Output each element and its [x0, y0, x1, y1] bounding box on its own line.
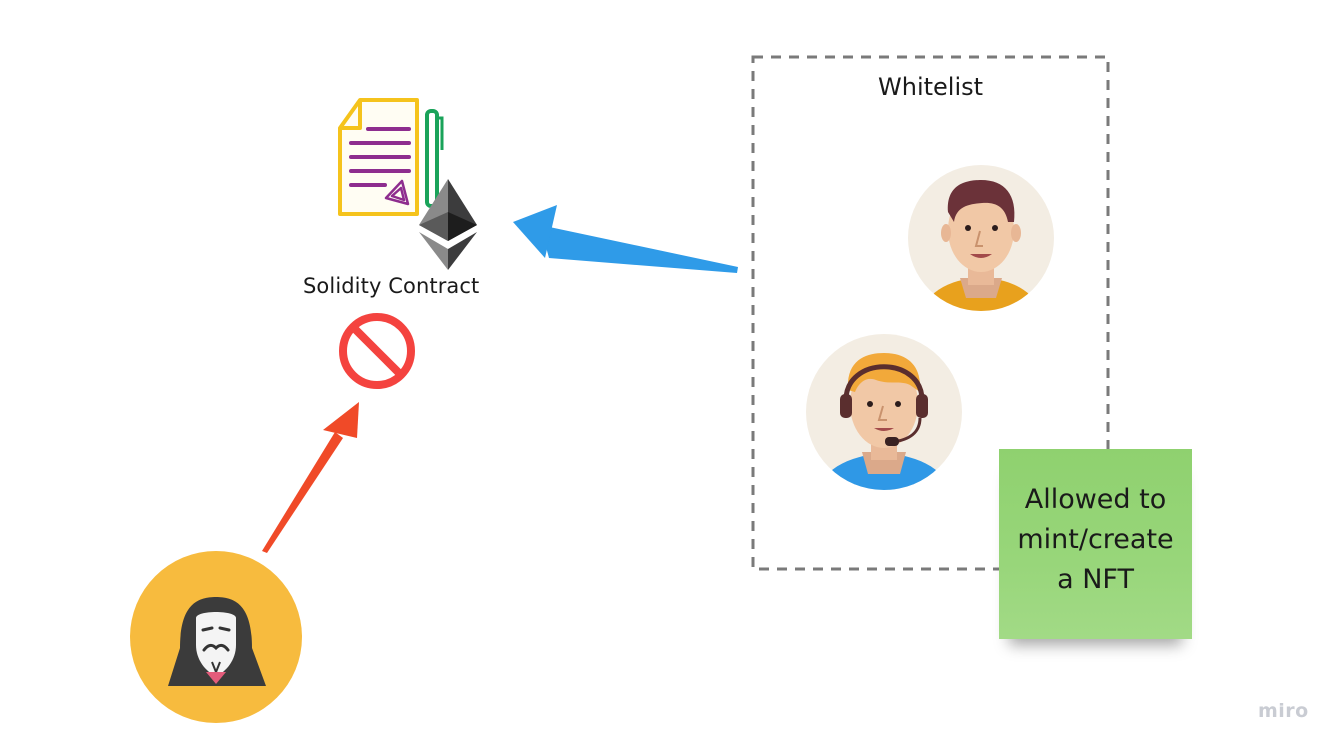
whitelist-title: Whitelist [878, 73, 984, 101]
miro-logo[interactable]: miro [1258, 700, 1309, 722]
ethereum-icon [419, 179, 477, 270]
support-agent-avatar-icon[interactable] [806, 334, 962, 538]
pen-icon [425, 109, 444, 208]
attacker-to-contract-arrow[interactable] [262, 402, 359, 553]
sticky-note[interactable]: Allowed to mint/create a NFT [999, 449, 1192, 639]
whitelist-to-contract-arrow[interactable] [513, 205, 738, 273]
sticky-note-text: Allowed to mint/create a NFT [1017, 484, 1174, 595]
contract-document-icon [338, 98, 419, 216]
man-avatar-icon[interactable] [908, 165, 1054, 358]
no-entry-icon [339, 313, 415, 389]
hacker-mask-icon[interactable] [130, 551, 302, 723]
whitelist-frame[interactable] [751, 55, 1110, 571]
contract-label: Solidity Contract [303, 274, 480, 298]
